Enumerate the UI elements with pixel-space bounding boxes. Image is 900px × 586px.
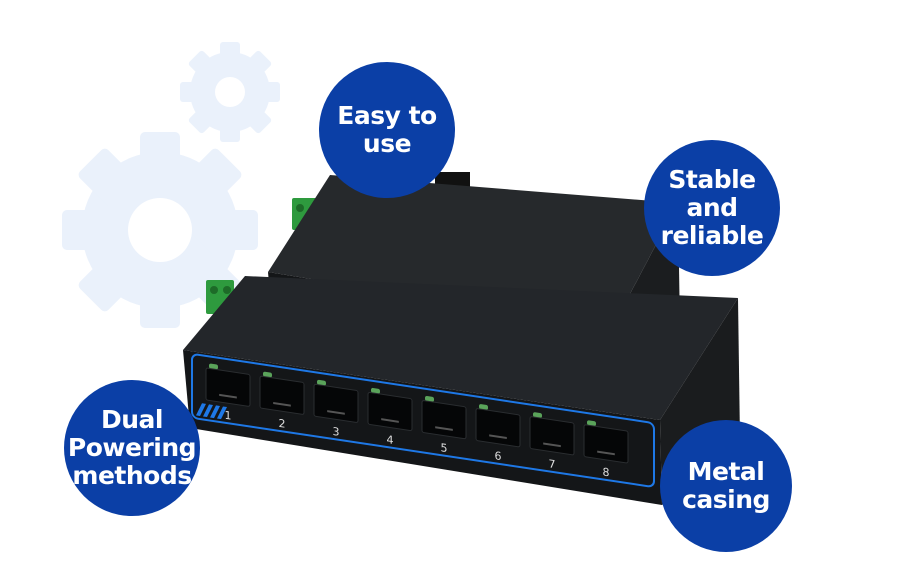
- large-port-pins: [219, 393, 237, 399]
- large-port-pins: [597, 450, 615, 456]
- large-port-pins: [435, 426, 453, 431]
- large-port-number: 1: [225, 409, 232, 423]
- large-port-pins: [327, 410, 345, 415]
- large-port-led: [587, 420, 596, 427]
- small-switch-top: [268, 175, 678, 328]
- large-port-pins: [489, 434, 507, 440]
- large-panel-border: [191, 353, 655, 488]
- feature-bubble-metal: Metal casing: [660, 420, 792, 552]
- large-ethernet-port: [583, 424, 629, 464]
- large-stripe: [210, 405, 220, 419]
- feature-label: Easy to use: [337, 101, 437, 158]
- large-stripe: [203, 404, 213, 418]
- large-port-number: 2: [279, 417, 286, 431]
- large-port-number: 6: [495, 449, 502, 463]
- large-port-pins: [273, 401, 291, 407]
- feature-label: Metal casing: [682, 457, 770, 514]
- feature-bubble-dual: Dual Powering methods: [64, 380, 200, 516]
- large-port-led: [533, 412, 542, 419]
- large-ethernet-port: [529, 416, 575, 456]
- feature-label: Stable and reliable: [660, 165, 764, 250]
- large-switch: 1 2 3 4 5 6 7 8: [183, 276, 740, 505]
- large-ethernet-port: [475, 408, 521, 448]
- feature-label: Dual Powering methods: [67, 405, 197, 490]
- large-ethernet-port: [259, 375, 305, 415]
- large-port-number: 7: [549, 457, 556, 471]
- large-port-led: [425, 396, 434, 402]
- large-port-number: 8: [603, 465, 610, 479]
- large-port-led: [263, 371, 272, 378]
- small-gear-icon: [180, 42, 280, 142]
- large-ethernet-port: [313, 383, 359, 423]
- large-port-pins: [381, 418, 399, 423]
- large-port-led: [209, 363, 218, 370]
- large-port-number: 5: [441, 441, 448, 455]
- large-stripe: [196, 403, 206, 417]
- large-port-led: [317, 379, 326, 386]
- large-switch-panel: 1 2 3 4 5 6 7 8: [191, 353, 655, 488]
- large-stripe: [217, 406, 227, 420]
- large-port-number: 3: [333, 425, 340, 439]
- large-port-pins: [543, 442, 561, 448]
- large-ethernet-port: [421, 400, 467, 440]
- large-switch-top: [183, 276, 738, 420]
- feature-bubble-easy: Easy to use: [319, 62, 455, 198]
- large-port-led: [371, 387, 380, 394]
- large-ethernet-port: [205, 367, 251, 407]
- large-gear-icon: [62, 132, 258, 328]
- large-ethernet-port: [367, 391, 413, 432]
- large-port-number: 4: [387, 433, 394, 447]
- feature-bubble-stable: Stable and reliable: [644, 140, 780, 276]
- large-port-led: [479, 404, 488, 410]
